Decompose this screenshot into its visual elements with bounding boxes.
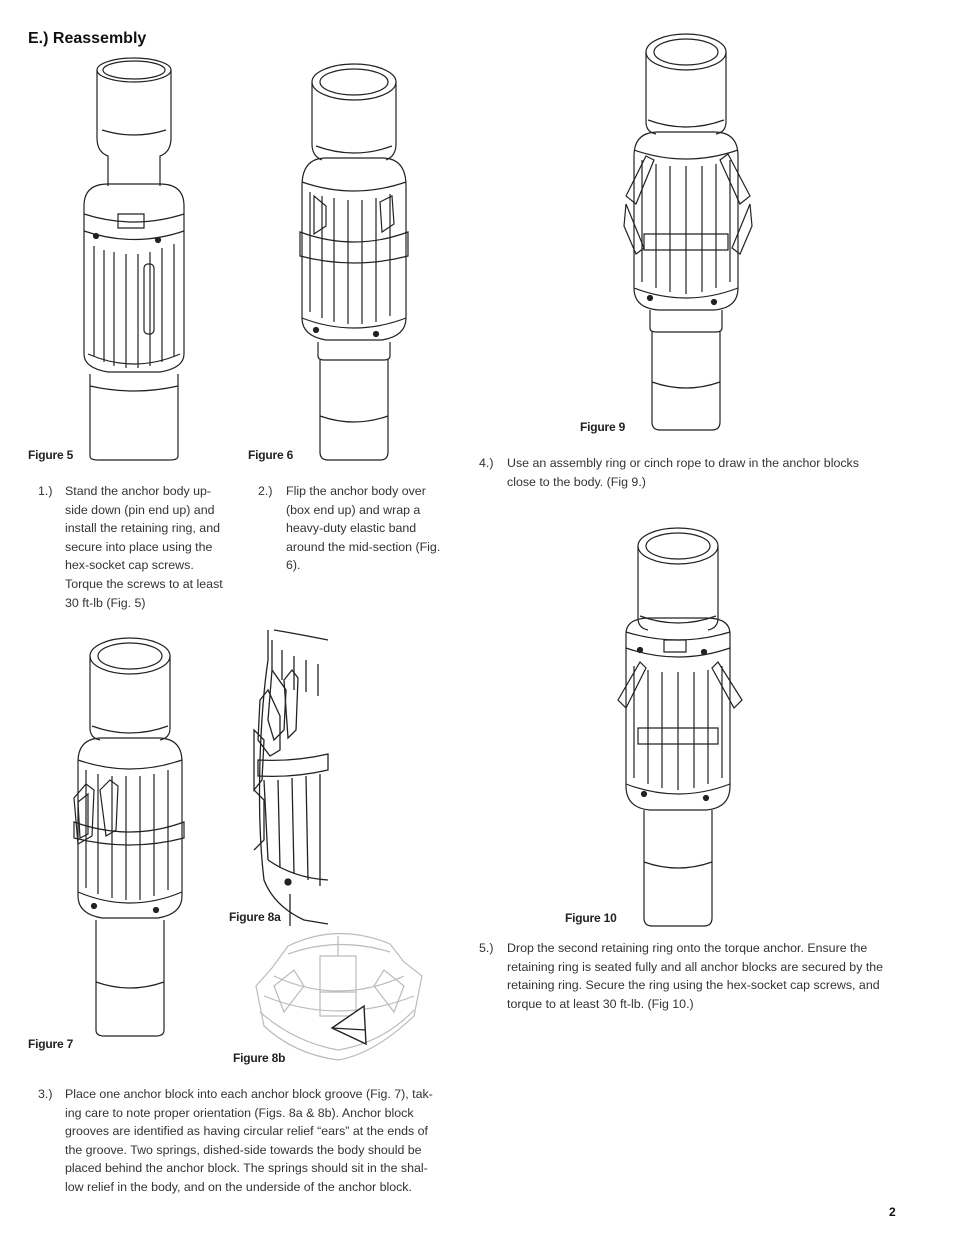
- figure-8a-illustration: [254, 630, 328, 926]
- step-3: 3.) Place one anchor block into each anc…: [38, 1085, 438, 1201]
- figure-10-illustration: [618, 522, 742, 928]
- figure-10-label: Figure 10: [565, 911, 617, 925]
- figure-7-label: Figure 7: [28, 1037, 74, 1051]
- figure-8a-label: Figure 8a: [229, 910, 281, 924]
- section-heading: E.) Reassembly: [28, 30, 147, 47]
- step-5-number: 5.): [479, 941, 494, 955]
- step-5-text: Drop the second retaining ring onto the …: [507, 941, 884, 1011]
- figure-6-label: Figure 6: [248, 448, 294, 462]
- figure-8b-illustration: [254, 926, 424, 1062]
- page-number: 2: [889, 1205, 896, 1219]
- step-1: 1.) Stand the anchor body up-side down (…: [38, 482, 230, 612]
- step-3-text: Place one anchor block into each anchor …: [65, 1087, 433, 1194]
- figure-8b-label: Figure 8b: [233, 1051, 286, 1065]
- figure-5-illustration: [78, 56, 190, 462]
- step-5: 5.) Drop the second retaining ring onto …: [479, 939, 889, 1019]
- step-2-number: 2.): [258, 484, 273, 498]
- step-1-text: Stand the anchor body up-side down (pin …: [65, 484, 223, 610]
- figure-6-illustration: [296, 56, 412, 464]
- figure-5-label: Figure 5: [28, 448, 74, 462]
- step-3-number: 3.): [38, 1087, 53, 1101]
- step-4-number: 4.): [479, 456, 494, 470]
- figure-7-illustration: [72, 630, 186, 1042]
- step-4-text: Use an assembly ring or cinch rope to dr…: [507, 456, 859, 489]
- step-2-text: Flip the anchor body over (box end up) a…: [286, 484, 441, 573]
- step-1-number: 1.): [38, 484, 53, 498]
- figure-9-label: Figure 9: [580, 420, 626, 434]
- step-4: 4.) Use an assembly ring or cinch rope t…: [479, 454, 879, 498]
- figure-9-illustration: [626, 26, 750, 438]
- step-2: 2.) Flip the anchor body over (box end u…: [258, 482, 444, 582]
